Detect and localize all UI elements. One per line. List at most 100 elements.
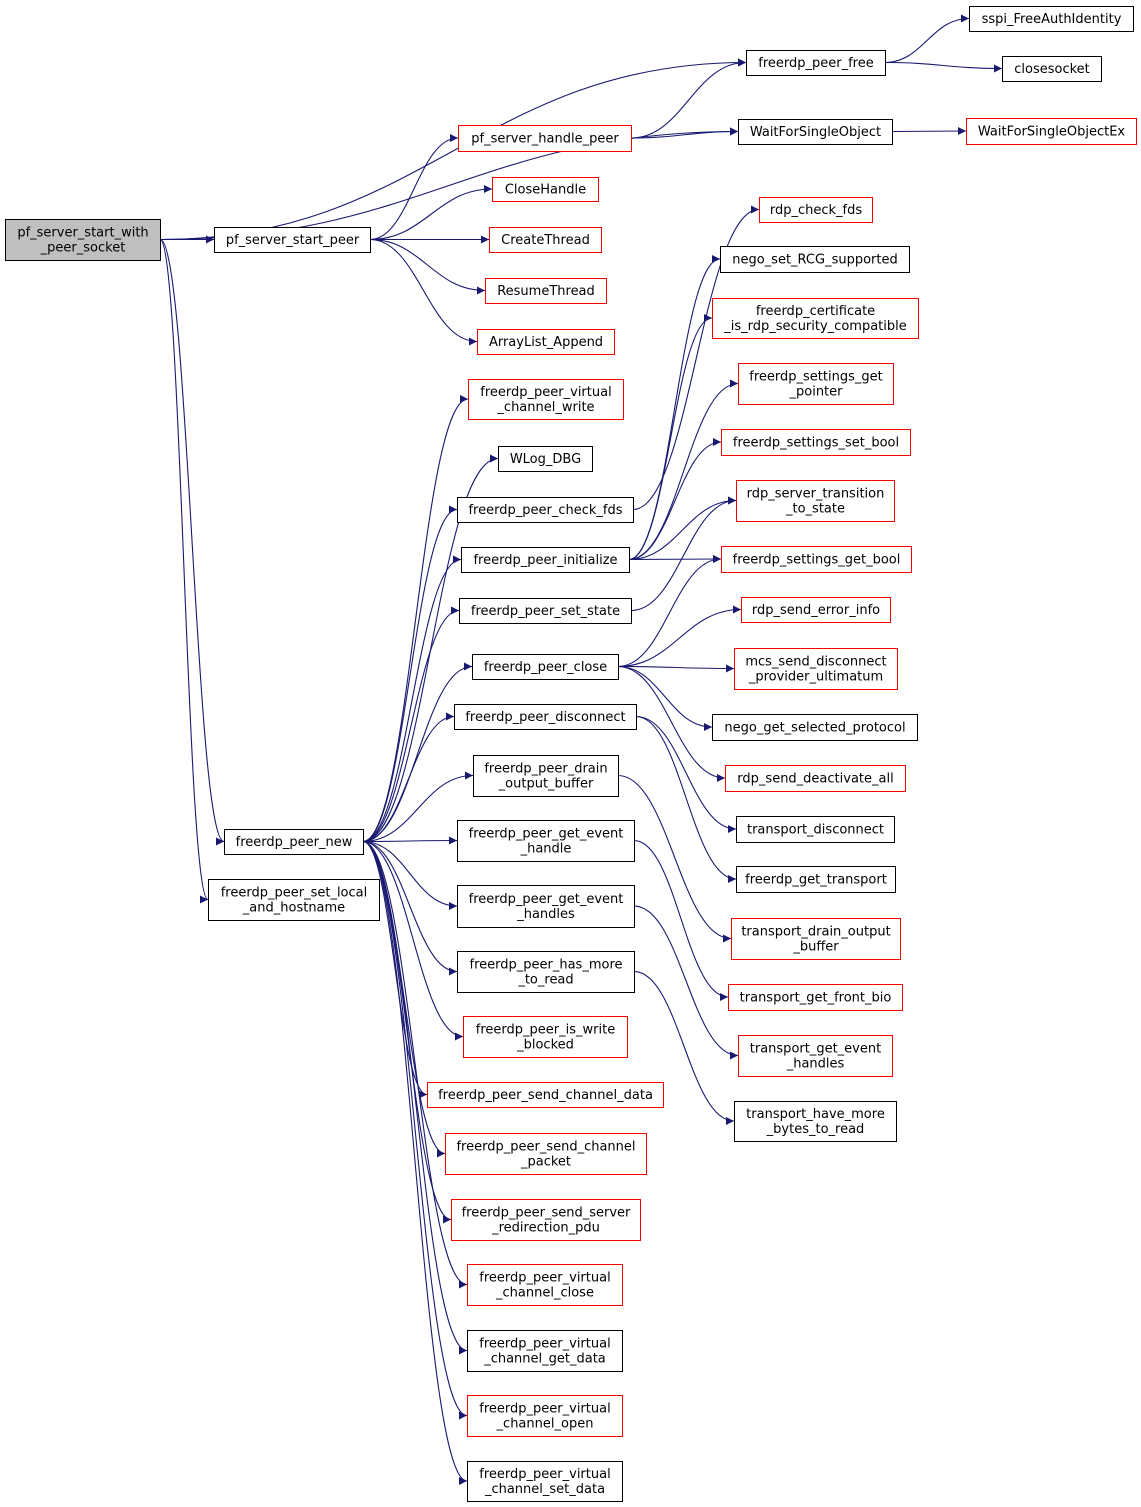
node-sspi-free[interactable]: sspi_FreeAuthIdentity — [969, 6, 1134, 32]
node-send-redirection[interactable]: freerdp_peer_send_server_redirection_pdu — [451, 1199, 641, 1241]
node-label: CreateThread — [501, 233, 590, 248]
node-label: _channel_get_data — [483, 1352, 606, 1367]
node-mcs-disconnect[interactable]: mcs_send_disconnect_provider_ultimatum — [734, 648, 898, 690]
node-handle-peer[interactable]: pf_server_handle_peer — [458, 125, 632, 152]
node-label: CloseHandle — [505, 183, 586, 198]
node-label: closesocket — [1014, 62, 1090, 77]
edge-peer_close-to-mcs_disconnect — [617, 664, 735, 673]
node-rdp-check-fds[interactable]: rdp_check_fds — [759, 197, 873, 223]
node-box — [734, 648, 898, 690]
node-transition-state[interactable]: rdp_server_transition_to_state — [736, 480, 895, 522]
edge-peer_new-to-check_fds — [362, 505, 458, 843]
edge-wait_single-to-wait_single_ex — [891, 127, 967, 136]
edge-drain-to-transport_drain — [617, 774, 732, 943]
node-peer-close[interactable]: freerdp_peer_close — [472, 654, 619, 680]
node-drain[interactable]: freerdp_peer_drain_output_buffer — [473, 755, 619, 797]
node-get-event-handles[interactable]: freerdp_peer_get_event_handles — [457, 885, 635, 928]
node-box — [728, 984, 903, 1011]
node-box — [966, 118, 1137, 145]
node-send-channel-packet[interactable]: freerdp_peer_send_channel_packet — [445, 1133, 647, 1175]
node-vc-write[interactable]: freerdp_peer_virtual_channel_write — [468, 379, 624, 420]
node-has-more[interactable]: freerdp_peer_has_more_to_read — [457, 951, 635, 993]
node-label: _and_hostname — [242, 901, 345, 916]
node-disconnect[interactable]: freerdp_peer_disconnect — [454, 704, 637, 730]
node-wait-single[interactable]: WaitForSingleObject — [738, 119, 893, 145]
node-set-local[interactable]: freerdp_peer_set_local_and_hostname — [208, 879, 380, 921]
node-vc-open[interactable]: freerdp_peer_virtual_channel_open — [467, 1395, 623, 1437]
node-box — [457, 951, 635, 993]
node-nego-selected[interactable]: nego_get_selected_protocol — [712, 714, 918, 741]
node-label: freerdp_peer_set_local — [221, 886, 368, 901]
edge-get_event_handles-to-transport_event_handles — [633, 905, 739, 1060]
edge-layer — [159, 14, 1003, 1485]
node-label: _redirection_pdu — [491, 1221, 600, 1236]
node-label: _to_state — [785, 502, 845, 517]
node-peer-new[interactable]: freerdp_peer_new — [224, 829, 364, 855]
node-box — [712, 714, 918, 741]
node-label: transport_disconnect — [747, 823, 884, 838]
node-box — [725, 765, 906, 792]
node-label: freerdp_peer_disconnect — [465, 710, 625, 725]
node-deactivate-all[interactable]: rdp_send_deactivate_all — [725, 765, 906, 792]
node-send-channel-data[interactable]: freerdp_peer_send_channel_data — [427, 1082, 664, 1108]
edge-peer_new-to-is_write_blocked — [362, 840, 464, 1041]
node-arraylist-append[interactable]: ArrayList_Append — [477, 329, 615, 355]
node-create-thread[interactable]: CreateThread — [489, 227, 602, 253]
node-vc-set-data[interactable]: freerdp_peer_virtual_channel_set_data — [467, 1461, 623, 1502]
node-wlog-dbg[interactable]: WLog_DBG — [498, 446, 593, 472]
node-settings-get-pointer[interactable]: freerdp_settings_get_pointer — [738, 363, 894, 405]
node-label: freerdp_peer_send_channel — [456, 1140, 635, 1155]
node-nego-rcg[interactable]: nego_set_RCG_supported — [720, 246, 910, 273]
node-label: freerdp_peer_virtual — [479, 1402, 610, 1417]
node-wait-single-ex[interactable]: WaitForSingleObjectEx — [966, 118, 1137, 145]
node-box — [467, 1395, 623, 1437]
edge-initialize-to-cert_compat — [628, 314, 713, 561]
edge-peer_close-to-settings_get_bool — [617, 555, 722, 668]
node-close-handle[interactable]: CloseHandle — [492, 177, 599, 202]
node-cert-compat[interactable]: freerdp_certificate_is_rdp_security_comp… — [712, 298, 919, 339]
node-get-event-handle[interactable]: freerdp_peer_get_event_handle — [457, 820, 635, 862]
node-transport-disconnect[interactable]: transport_disconnect — [736, 816, 895, 843]
node-have-more-bytes[interactable]: transport_have_more_bytes_to_read — [734, 1101, 897, 1142]
node-box — [738, 1035, 893, 1077]
node-label: freerdp_peer_close — [484, 660, 607, 675]
node-is-write-blocked[interactable]: freerdp_peer_is_write_blocked — [463, 1016, 628, 1058]
node-settings-set-bool[interactable]: freerdp_settings_set_bool — [721, 429, 911, 456]
node-label: nego_set_RCG_supported — [732, 253, 898, 268]
node-label: rdp_server_transition — [747, 487, 885, 502]
node-box — [467, 1330, 623, 1372]
node-box — [463, 1016, 628, 1058]
node-label: freerdp_peer_set_state — [471, 604, 620, 619]
node-settings-get-bool[interactable]: freerdp_settings_get_bool — [721, 546, 912, 573]
node-peer-free[interactable]: freerdp_peer_free — [746, 50, 886, 76]
node-box — [427, 1082, 664, 1108]
node-send-error-info[interactable]: rdp_send_error_info — [741, 597, 891, 623]
node-box — [712, 298, 919, 339]
node-start-peer[interactable]: pf_server_start_peer — [214, 227, 371, 253]
edge-handle_peer-to-peer_free — [630, 58, 747, 139]
edge-peer_new-to-vc_get_data — [362, 840, 468, 1355]
node-get-transport[interactable]: freerdp_get_transport — [736, 866, 896, 893]
node-label: _pointer — [789, 385, 844, 400]
node-label: _is_rdp_security_compatible — [723, 319, 906, 334]
node-label: _peer_socket — [40, 241, 126, 256]
node-resume-thread[interactable]: ResumeThread — [485, 278, 607, 304]
node-transport-drain[interactable]: transport_drain_output_buffer — [731, 918, 901, 960]
node-closesocket[interactable]: closesocket — [1002, 56, 1102, 82]
node-box — [459, 598, 632, 624]
node-label: WaitForSingleObjectEx — [978, 125, 1126, 140]
node-vc-close[interactable]: freerdp_peer_virtual_channel_close — [467, 1264, 623, 1306]
node-check-fds[interactable]: freerdp_peer_check_fds — [457, 497, 634, 523]
node-label: freerdp_peer_new — [236, 835, 353, 850]
node-label: freerdp_peer_virtual — [480, 385, 611, 400]
node-initialize[interactable]: freerdp_peer_initialize — [461, 547, 630, 573]
node-transport-event-handles[interactable]: transport_get_event_handles — [738, 1035, 893, 1077]
node-vc-get-data[interactable]: freerdp_peer_virtual_channel_get_data — [467, 1330, 623, 1372]
node-box — [445, 1133, 647, 1175]
node-set-state[interactable]: freerdp_peer_set_state — [459, 598, 632, 624]
node-label: _channel_write — [496, 400, 594, 415]
edge-peer_new-to-vc_close — [362, 840, 468, 1289]
node-front-bio[interactable]: transport_get_front_bio — [728, 984, 903, 1011]
